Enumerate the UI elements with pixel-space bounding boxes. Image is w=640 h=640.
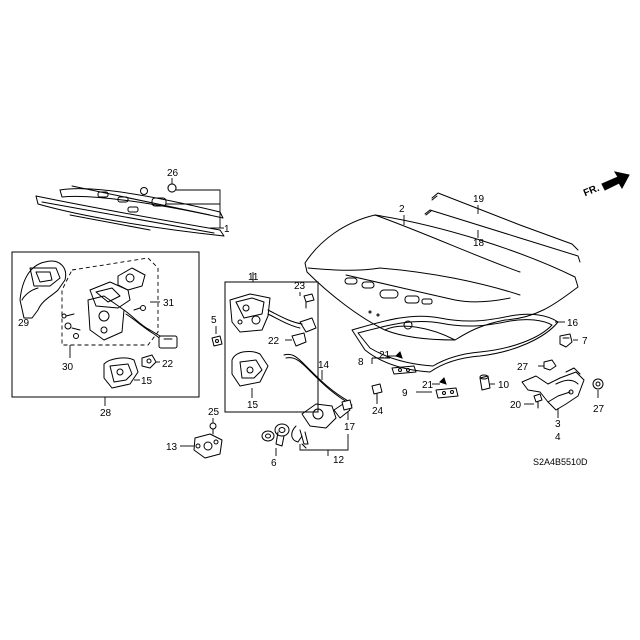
callout-5: 5 (211, 315, 217, 326)
callout-13: 13 (166, 442, 178, 453)
bumper-10 (479, 374, 491, 391)
callout-27-right: 27 (593, 404, 605, 415)
callout-10: 10 (498, 380, 510, 391)
callout-4: 4 (555, 432, 561, 443)
callout-21-lower: 21 (422, 380, 434, 391)
callout-29: 29 (18, 318, 30, 329)
bolt-20 (533, 393, 543, 409)
bracket-13 (193, 433, 223, 459)
callout-1: 1 (224, 224, 230, 235)
callout-3: 3 (555, 419, 561, 430)
connector-22-center (291, 332, 307, 347)
screw-30 (61, 313, 81, 339)
nut-27-right (592, 378, 604, 390)
trunk-lid-2 (304, 214, 579, 341)
callout-26: 26 (167, 168, 179, 179)
callout-2: 2 (399, 204, 405, 215)
diagram-code: S2A4B5510D (533, 457, 588, 467)
callout-9: 9 (402, 388, 408, 399)
callout-17: 17 (344, 422, 356, 433)
front-direction-indicator: FR. (582, 171, 630, 199)
front-direction-label: FR. (582, 183, 601, 199)
torsion-bar-18 (424, 209, 581, 263)
bracket-9 (435, 387, 459, 399)
callout-27-upper: 27 (517, 362, 529, 373)
trunk-lock-cylinder-12 (274, 401, 351, 449)
callout-24: 24 (372, 406, 384, 417)
callout-6: 6 (271, 458, 277, 469)
callout-31: 31 (163, 298, 175, 309)
callout-21-upper: 21 (379, 350, 391, 361)
trunk-opener-actuator-31 (87, 267, 178, 349)
assembly-frame-11 (224, 281, 319, 413)
bolt-24 (371, 383, 383, 401)
callout-15-center: 15 (247, 400, 259, 411)
clip-21-lower (439, 377, 447, 385)
callout-20: 20 (510, 400, 522, 411)
bolt-31-small (133, 305, 146, 311)
dashed-subassembly-outline (61, 257, 159, 346)
clip-17 (341, 399, 353, 411)
callout-23: 23 (294, 281, 306, 292)
callout-8: 8 (358, 357, 364, 368)
latch-cover-15-left (103, 357, 139, 389)
callout-25: 25 (208, 407, 220, 418)
bracket-8 (391, 365, 417, 375)
connector-22-left (141, 354, 157, 369)
callout-15-left: 15 (141, 376, 153, 387)
callout-22-left: 22 (162, 359, 174, 370)
clip-21-upper (395, 351, 403, 359)
bolt-5 (211, 335, 223, 347)
callout-22-center: 22 (268, 336, 280, 347)
callout-12: 12 (333, 455, 345, 466)
callout-30: 30 (62, 362, 74, 373)
bolt-23 (303, 293, 315, 309)
trunk-latch-11 (229, 293, 317, 333)
nut-27-upper (543, 359, 557, 371)
grommet-26 (167, 183, 177, 193)
callout-28: 28 (100, 408, 112, 419)
assembly-frame-28 (11, 251, 200, 398)
callout-18: 18 (473, 238, 485, 249)
release-rod-14 (283, 353, 353, 406)
torsion-bar-19 (431, 192, 579, 251)
callout-14: 14 (318, 360, 330, 371)
high-mount-brake-light-assembly (35, 183, 225, 237)
callout-11: 11 (248, 272, 259, 283)
callout-16: 16 (567, 318, 579, 329)
callout-19: 19 (473, 194, 485, 205)
trunk-hinge-3-4 (521, 367, 585, 411)
bolt-25 (209, 422, 217, 435)
lock-ring-6 (261, 430, 275, 442)
front-direction-arrow-icon (601, 171, 630, 191)
release-cable-29 (19, 260, 67, 319)
callout-7: 7 (582, 336, 588, 347)
striker-15-center (231, 351, 269, 387)
clip-7 (559, 333, 573, 348)
